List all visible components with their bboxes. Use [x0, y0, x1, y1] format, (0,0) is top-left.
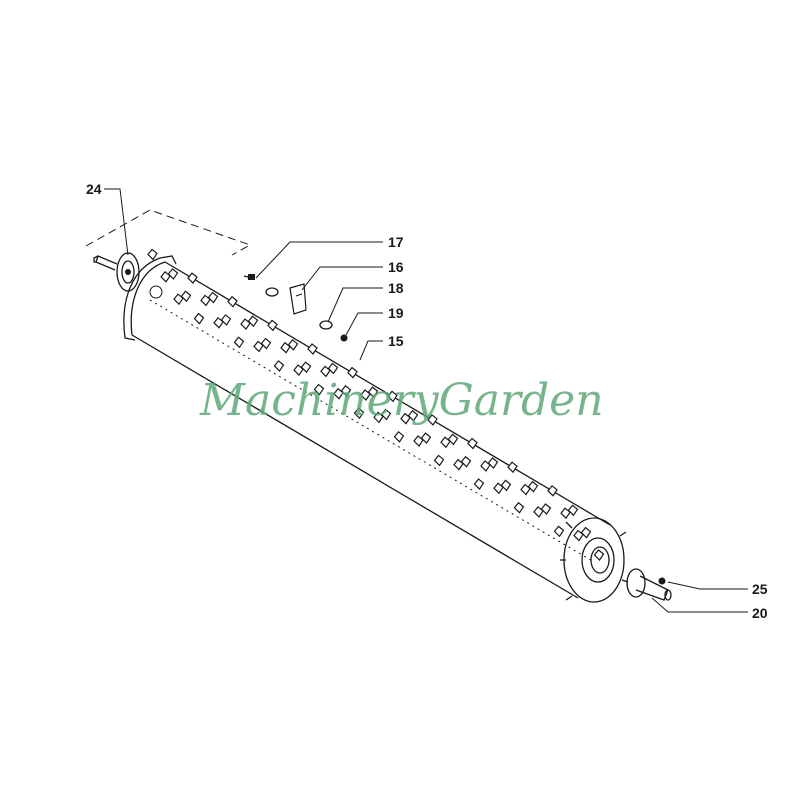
leader-lines [104, 188, 748, 613]
callout-24: 24 [86, 181, 102, 197]
roller-tooth [267, 319, 278, 332]
left-bearing-shaft [93, 252, 140, 292]
callout-17: 17 [388, 234, 404, 250]
grease-nipple-icon [658, 577, 666, 585]
roller-tooth [373, 411, 384, 424]
callout-labels: 24 17 16 18 19 15 25 20 [86, 181, 768, 621]
washer-icon [319, 320, 333, 330]
roller-tooth [273, 360, 285, 372]
roller-tooth [227, 295, 238, 308]
tooth-assembly [243, 274, 348, 342]
callout-25: 25 [752, 581, 768, 597]
roller-tooth [427, 414, 438, 426]
roller-tooth [213, 316, 224, 329]
roller-tooth [347, 366, 358, 379]
roller-tooth [407, 409, 419, 422]
roller-tooth [420, 432, 432, 445]
roller-tooth [327, 362, 339, 375]
roller-tooth [560, 507, 571, 520]
roller-tooth [260, 337, 272, 350]
roller-tooth [160, 270, 171, 283]
roller-tooth [393, 430, 405, 443]
roller-tooth [567, 504, 579, 517]
right-end-flange [560, 517, 629, 603]
roller-tooth [500, 479, 512, 492]
nut-icon [340, 334, 348, 342]
roller-tooth [380, 408, 392, 421]
roller-tooth [460, 455, 472, 468]
roller-tooth [520, 483, 531, 496]
roller-tooth [247, 315, 259, 328]
roller-tooth [333, 387, 344, 400]
roller-tooth [340, 384, 352, 397]
roller-tooth [207, 291, 219, 304]
roller-tooth [513, 501, 525, 514]
left-end-flange [123, 255, 177, 341]
roller-tooth [453, 458, 464, 471]
roller-tooth [240, 318, 251, 331]
roller-teeth [147, 248, 605, 561]
roller-tooth [473, 478, 485, 491]
roller-tooth [387, 390, 398, 403]
roller-tooth [593, 549, 605, 561]
callout-18: 18 [388, 280, 404, 296]
roller-tooth [300, 361, 312, 374]
roller-tooth [320, 365, 331, 378]
roller-tooth [507, 461, 518, 474]
roller-tooth [527, 480, 539, 493]
roller-tooth [173, 293, 184, 306]
roller-tooth [440, 436, 451, 449]
roller-tooth [167, 268, 179, 280]
watermark: MachineryGarden [199, 375, 604, 426]
reference-dashed-line [85, 209, 252, 256]
callout-20: 20 [752, 605, 768, 621]
roller-tooth [193, 312, 205, 325]
roller-tooth [547, 484, 558, 497]
roller-tooth [433, 454, 445, 467]
roller-tooth [293, 364, 304, 377]
washer-upper-icon [265, 287, 279, 297]
roller-tooth [487, 457, 499, 469]
roller-tooth [280, 341, 291, 354]
callout-16: 16 [388, 259, 404, 275]
right-shaft [626, 568, 672, 601]
roller-tooth [180, 290, 192, 303]
roller-tooth [480, 460, 491, 472]
roller-tooth [447, 433, 459, 446]
roller-tooth [187, 272, 198, 285]
roller-tooth [233, 336, 245, 349]
roller-tooth [573, 529, 584, 542]
roller-tooth [553, 525, 565, 538]
roller-tooth [540, 503, 552, 515]
roller-tooth [200, 294, 211, 307]
callout-15: 15 [388, 333, 404, 349]
spiked-roller-drum [131, 261, 611, 599]
bolt-icon [248, 274, 255, 280]
roller-tooth [147, 248, 158, 261]
roller-tooth [220, 314, 232, 326]
roller-tooth [353, 407, 365, 420]
roller-tooth [580, 526, 592, 539]
roller-tooth [493, 482, 504, 495]
roller-tooth [400, 412, 411, 425]
roller-tooth [533, 506, 544, 518]
tooth-plate-icon [289, 283, 307, 315]
roller-tooth [253, 340, 264, 353]
roller-tooth [360, 389, 371, 401]
roller-tooth [467, 437, 478, 450]
roller-tooth [307, 343, 318, 355]
roller-tooth [287, 338, 299, 351]
roller-tooth [313, 383, 325, 396]
callout-19: 19 [388, 305, 404, 321]
roller-tooth [367, 386, 379, 399]
roller-tooth [413, 435, 424, 447]
